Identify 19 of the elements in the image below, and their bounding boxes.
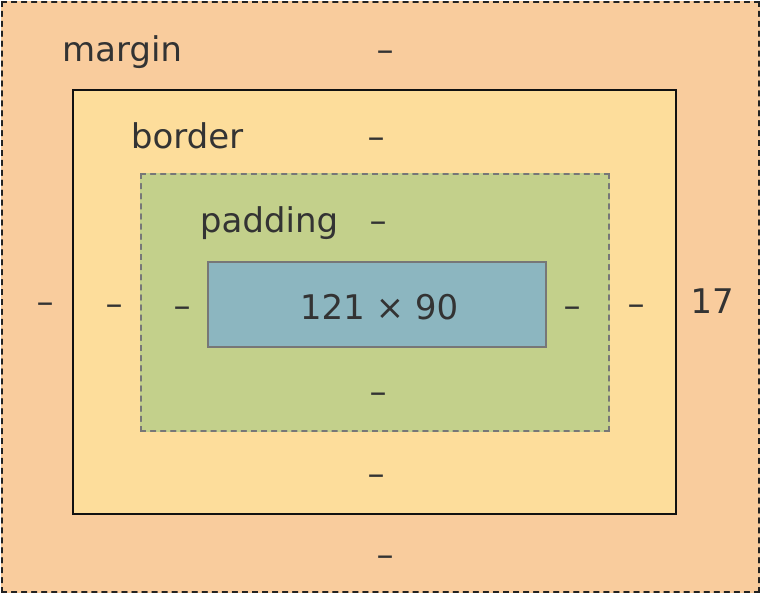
value-text: –	[370, 204, 386, 238]
value-text: –	[174, 289, 190, 323]
value-text: –	[376, 538, 394, 572]
box-label: margin	[62, 33, 182, 67]
value-text: –	[106, 287, 122, 321]
box-label: padding	[200, 204, 338, 238]
value-text: –	[368, 457, 384, 491]
value-text: –	[368, 120, 384, 154]
border-box	[72, 89, 677, 515]
size-value: 121 × 90	[300, 291, 458, 325]
value-text: –	[564, 289, 580, 323]
content-box	[207, 261, 547, 348]
box-label: border	[130, 120, 244, 154]
value-text: –	[370, 375, 386, 409]
value-text: 17	[690, 285, 734, 319]
padding-box	[140, 173, 610, 432]
value-text: –	[376, 33, 394, 67]
value-text: –	[36, 285, 54, 319]
value-text: –	[628, 287, 644, 321]
